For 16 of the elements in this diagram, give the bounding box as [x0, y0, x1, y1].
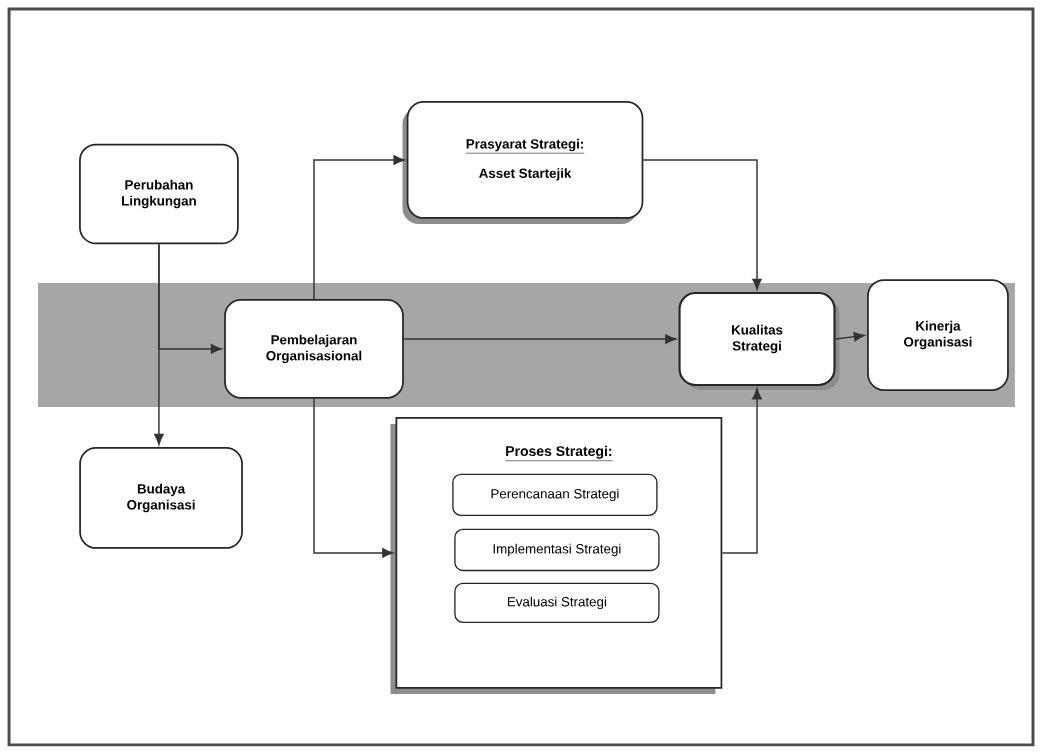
process-box: Perubahan Lingkungan	[79, 143, 239, 245]
process-box: Pembelajaran Organisasional	[224, 299, 404, 399]
step-box: Perencanaan Strategi	[452, 473, 658, 517]
step-box: Implementasi Strategi	[454, 528, 660, 572]
arrow	[642, 159, 762, 290]
arrow	[313, 398, 394, 558]
arrow	[313, 155, 405, 300]
step-box: Evaluasi Strategi	[454, 582, 660, 624]
arrow	[158, 243, 222, 354]
prerequisite-box: Prasyarat Strategi: Asset Startejik	[406, 101, 644, 219]
arrow	[721, 388, 762, 554]
process-box: Kinerja Organisasi	[867, 279, 1009, 391]
process-box: Kualitas Strategi	[678, 292, 836, 387]
arrow	[834, 331, 865, 342]
process-box: Budaya Organisasi	[79, 447, 243, 549]
arrow	[403, 334, 677, 344]
